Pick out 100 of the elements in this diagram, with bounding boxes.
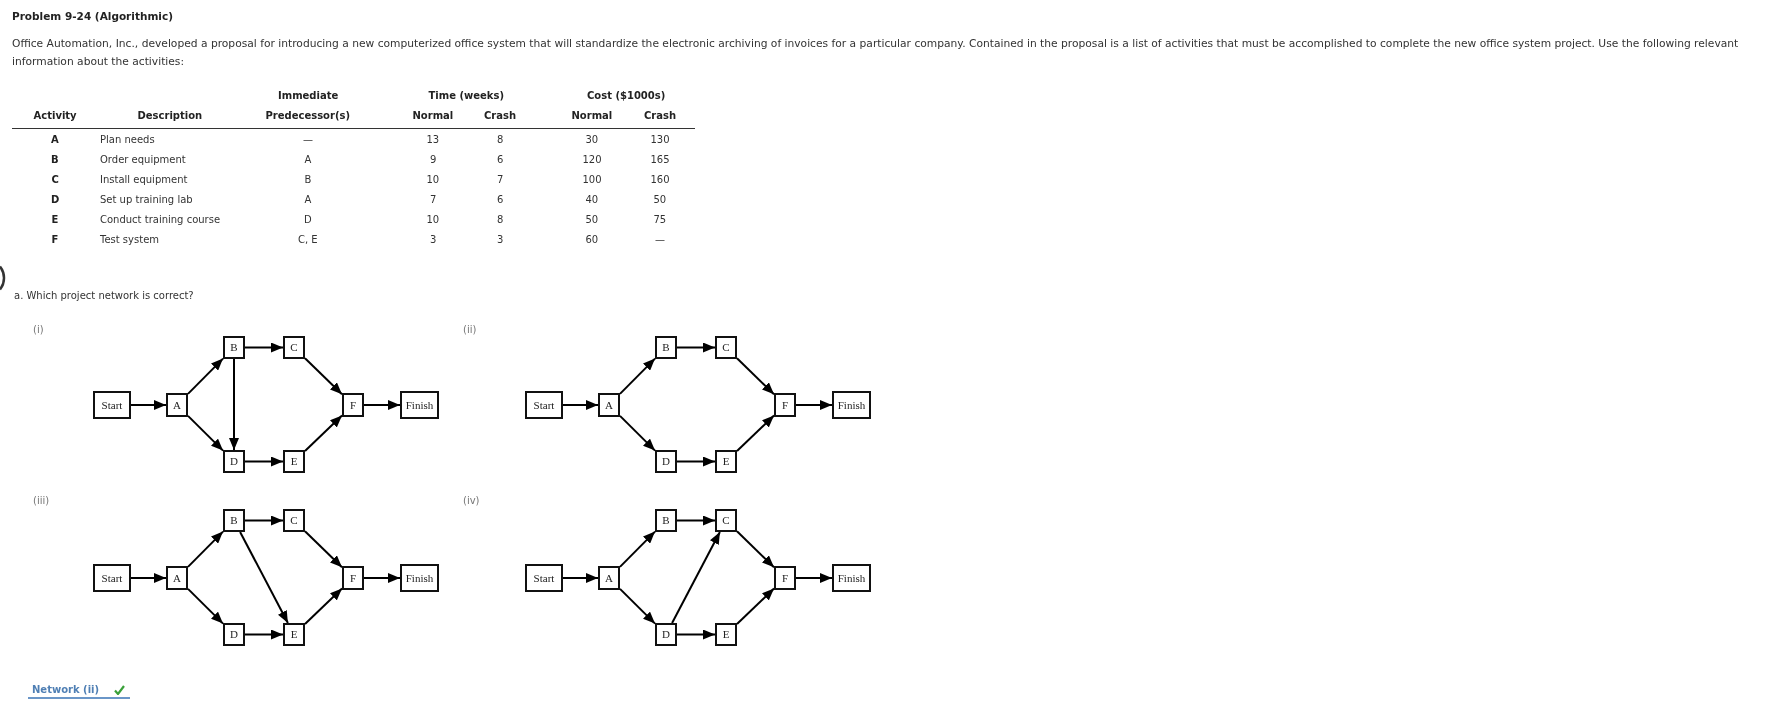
activity-box xyxy=(655,509,677,532)
arrow xyxy=(130,400,167,410)
node-label: F xyxy=(349,571,357,585)
node-label: A xyxy=(173,571,181,585)
table-cell: 75 xyxy=(653,214,667,226)
finish-box xyxy=(400,564,439,592)
arrow xyxy=(304,587,343,625)
activity-box xyxy=(283,509,305,532)
node-label: Finish xyxy=(837,571,866,585)
table-cell: 165 xyxy=(650,154,670,166)
table-cell: Conduct training course xyxy=(100,214,221,226)
start-box xyxy=(525,564,563,592)
node-label: B xyxy=(662,514,670,527)
activity-box xyxy=(715,450,737,473)
node-label: B xyxy=(230,514,238,527)
table-cell: D xyxy=(304,214,312,226)
column-header: Time (weeks) xyxy=(428,90,504,102)
column-header: Activity xyxy=(33,110,77,122)
activity-box xyxy=(283,623,305,646)
table-cell: C, E xyxy=(298,234,318,246)
arrow xyxy=(244,515,284,526)
node-label: Finish xyxy=(837,398,866,412)
arrow xyxy=(244,629,284,640)
intro-paragraph: Office Automation, Inc., developed a proposal for introducing a new computerized office system that will standardize the electronic archiving of invoices for a particular company. Contained in the proposal is a list of activities that must be accomplished to complete the new office system project. Use the following relevant information about the activities: xyxy=(12,36,1740,70)
arrow xyxy=(130,573,167,583)
arrow xyxy=(562,573,599,583)
table-cell: 6 xyxy=(497,154,504,166)
table-cell: 50 xyxy=(585,214,599,226)
arrow xyxy=(363,400,401,410)
table-cell: 7 xyxy=(497,174,504,186)
arrow xyxy=(187,587,224,625)
node-label: C xyxy=(290,341,298,354)
network-tag: (iii) xyxy=(33,495,50,507)
node-label: A xyxy=(173,398,181,412)
arrow xyxy=(304,530,343,569)
node-label: Start xyxy=(533,571,555,585)
arrow xyxy=(239,531,289,624)
arrow xyxy=(619,357,656,395)
network-tag: (i) xyxy=(33,324,44,336)
arrow xyxy=(304,414,343,452)
arrow xyxy=(187,414,224,452)
activity-box xyxy=(774,566,796,590)
arrow xyxy=(244,456,284,467)
node-label: F xyxy=(349,398,357,412)
arrow xyxy=(187,530,224,568)
arrow xyxy=(736,414,775,452)
arrow xyxy=(736,587,775,625)
table-cell: D xyxy=(51,194,60,206)
table-cell: 100 xyxy=(582,174,602,186)
table-cell: A xyxy=(51,134,59,146)
network-tag: (ii) xyxy=(463,324,477,336)
column-header: Normal xyxy=(412,110,454,122)
arrow xyxy=(676,629,716,640)
activity-box xyxy=(774,393,796,417)
table-cell: 10 xyxy=(426,214,440,226)
column-header: Immediate xyxy=(278,90,339,102)
table-cell: 50 xyxy=(653,194,667,206)
node-label: Start xyxy=(101,571,123,585)
table-cell: Set up training lab xyxy=(100,194,193,206)
activity-box xyxy=(166,393,188,417)
table-cell: A xyxy=(304,154,312,166)
column-header: Normal xyxy=(571,110,613,122)
start-box xyxy=(93,564,131,592)
table-cell: B xyxy=(304,174,312,186)
table-cell: 13 xyxy=(426,134,440,146)
table-cell: 160 xyxy=(650,174,670,186)
activity-box xyxy=(715,509,737,532)
table-cell: 8 xyxy=(497,134,504,146)
node-label: E xyxy=(290,628,298,641)
column-header: Cost ($1000s) xyxy=(587,90,666,102)
node-label: Finish xyxy=(405,571,434,585)
arrow xyxy=(562,400,599,410)
start-box xyxy=(525,391,563,419)
activity-box xyxy=(223,623,245,646)
table-cell: 9 xyxy=(430,154,437,166)
arrow xyxy=(676,342,716,353)
node-label: E xyxy=(290,455,298,468)
table-cell: Install equipment xyxy=(100,174,188,186)
node-label: D xyxy=(230,628,238,641)
table-cell: 6 xyxy=(497,194,504,206)
activity-box xyxy=(655,450,677,473)
node-label: E xyxy=(722,628,730,641)
node-label: A xyxy=(605,571,613,585)
activity-box xyxy=(283,450,305,473)
table-cell: 40 xyxy=(585,194,599,206)
node-label: Start xyxy=(101,398,123,412)
finish-box xyxy=(832,564,871,592)
activity-box xyxy=(715,623,737,646)
finish-box xyxy=(400,391,439,419)
node-label: B xyxy=(230,341,238,354)
arrow xyxy=(619,530,656,568)
table-cell: Plan needs xyxy=(100,134,155,146)
activity-box xyxy=(598,566,620,590)
network-tag: (iv) xyxy=(463,495,480,507)
table-cell: Order equipment xyxy=(100,154,186,166)
table-cell: 120 xyxy=(582,154,602,166)
node-label: E xyxy=(722,455,730,468)
arrow xyxy=(795,400,833,410)
arrow xyxy=(187,357,224,395)
node-label: Finish xyxy=(405,398,434,412)
